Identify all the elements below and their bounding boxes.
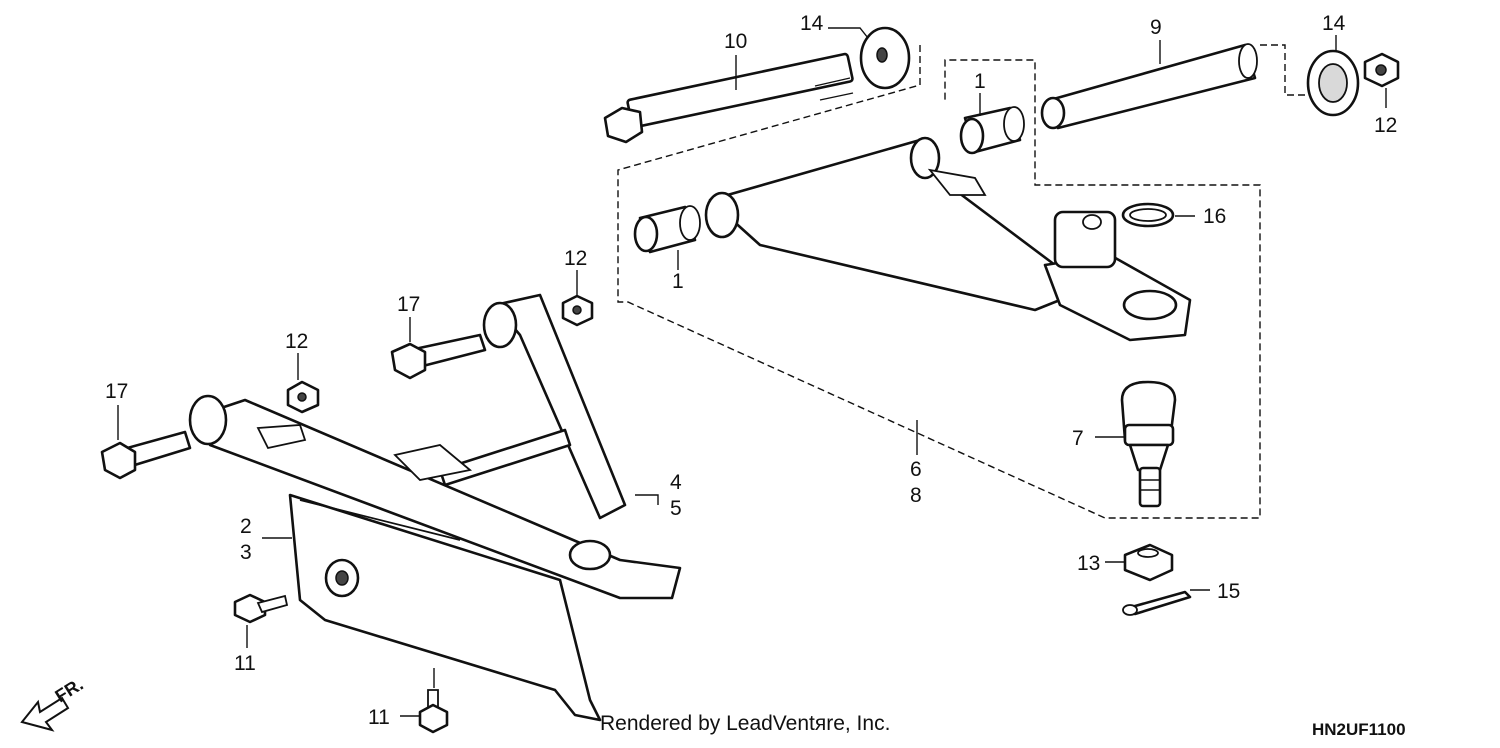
bolt-part-17-lower (100, 430, 192, 480)
callout-11-left: 11 (234, 652, 256, 675)
callout-3: 3 (240, 541, 252, 564)
nut-part-12-lower (286, 380, 320, 414)
callout-1-lower: 1 (672, 270, 684, 293)
callout-2: 2 (240, 515, 252, 538)
callout-12-middle: 12 (564, 247, 587, 270)
leader-lines (117, 27, 1387, 717)
bolt-part-11-bottom (418, 689, 449, 734)
callout-14-upper: 14 (800, 12, 824, 35)
callout-12-lower: 12 (285, 330, 308, 353)
callout-7: 7 (1072, 427, 1084, 450)
callout-4: 4 (670, 471, 682, 494)
long-bolt-part-10 (603, 52, 854, 144)
callout-17-upper: 17 (397, 293, 420, 316)
upper-arm-part-6-8 (704, 136, 1192, 342)
callout-16: 16 (1203, 205, 1226, 228)
callout-14-right: 14 (1322, 12, 1346, 35)
callout-labels: 10 14 9 14 12 1 16 1 12 17 12 17 7 6 8 4… (105, 12, 1397, 729)
diagram-code: HN2UF1100 (1312, 720, 1406, 739)
callout-6: 6 (910, 458, 922, 481)
castle-nut-part-13 (1123, 543, 1174, 582)
washer-part-14-right (1306, 49, 1360, 117)
nut-part-12-middle (561, 294, 594, 327)
bushing-part-1-upper (959, 106, 1025, 155)
callout-8: 8 (910, 484, 922, 507)
assembly-group-outline (617, 45, 1261, 519)
cotter-pin-part-15 (1122, 590, 1192, 616)
callout-15: 15 (1217, 580, 1240, 603)
circlip-part-16 (1121, 202, 1175, 228)
callout-13: 13 (1077, 552, 1100, 575)
callout-17-lower: 17 (105, 380, 128, 403)
callout-12-upper: 12 (1374, 114, 1397, 137)
guard-part-2-3 (288, 493, 602, 722)
callout-1-upper: 1 (974, 70, 986, 93)
pivot-pipe-part-9 (1040, 43, 1258, 130)
callout-9: 9 (1150, 16, 1162, 39)
front-direction-arrow: FR. (20, 674, 87, 732)
lower-arm-part-4-5 (188, 293, 682, 600)
render-credit: Rendered by LeadVentяre, Inc. (600, 712, 890, 735)
bolt-part-11-left (233, 593, 289, 624)
callout-5: 5 (670, 497, 682, 520)
bushing-part-1-lower (633, 205, 701, 254)
bolt-part-17-upper (390, 333, 487, 380)
callout-10: 10 (724, 30, 747, 53)
nut-part-12-upper (1363, 52, 1400, 88)
washer-part-14-upper (859, 26, 911, 90)
callout-11-bottom: 11 (368, 706, 390, 729)
ball-joint-part-7 (1120, 380, 1177, 508)
